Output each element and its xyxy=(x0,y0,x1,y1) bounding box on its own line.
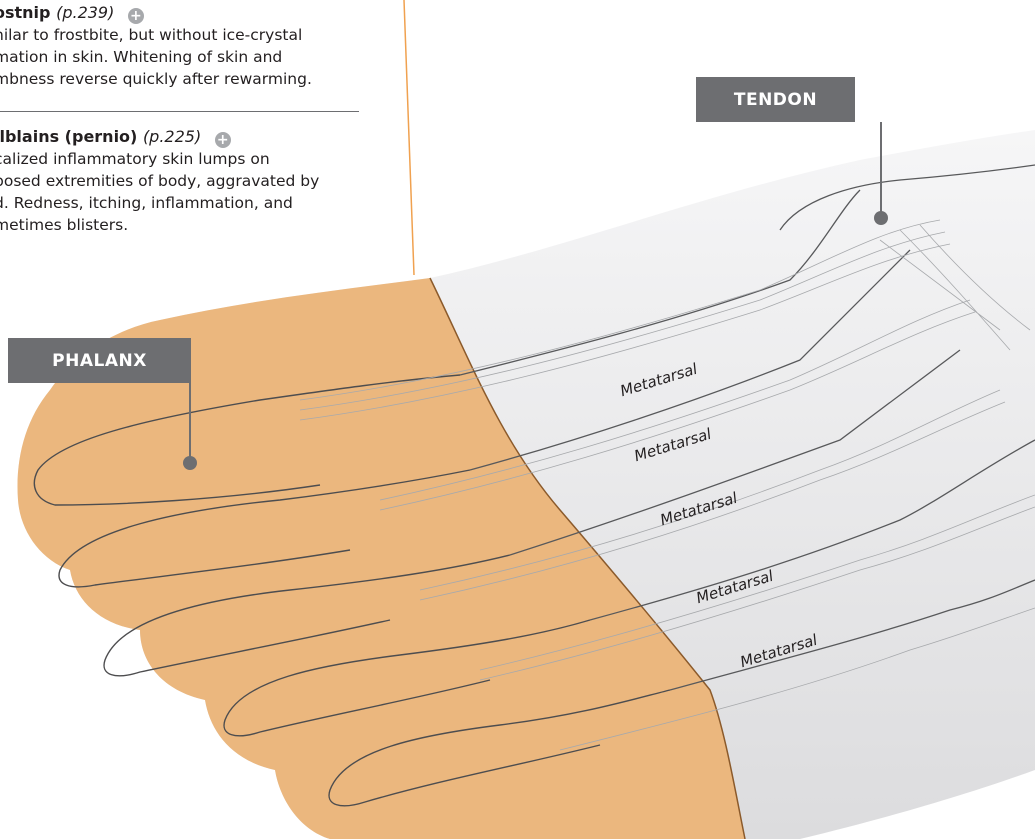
entry-heading: ostnip (p.239) + xyxy=(0,2,366,24)
entry-body-line: d. Redness, itching, inflammation, and xyxy=(0,192,366,214)
entry-title: ilblains (pernio) xyxy=(0,127,137,146)
phalanx-leader-dot xyxy=(183,456,197,470)
tendon-leader-dot xyxy=(874,211,888,225)
entry-page-ref: (p.239) xyxy=(56,3,114,22)
entry-body-line: mbness reverse quickly after rewarming. xyxy=(0,68,366,90)
plus-icon[interactable]: + xyxy=(128,8,144,24)
entry-body-line: posed extremities of body, aggravated by xyxy=(0,170,366,192)
frostnip-entry: ostnip (p.239) + nilar to frostbite, but… xyxy=(0,2,366,90)
entry-title: ostnip xyxy=(0,3,51,22)
phalanx-label: PHALANX xyxy=(8,338,191,383)
tendon-label: TENDON xyxy=(696,77,855,122)
entry-body-line: mation in skin. Whitening of skin and xyxy=(0,46,366,68)
entry-body-line: calized inflammatory skin lumps on xyxy=(0,148,366,170)
entry-body-line: nilar to frostbite, but without ice-crys… xyxy=(0,24,366,46)
leader-line-orange xyxy=(404,0,414,275)
entry-divider xyxy=(0,111,359,112)
plus-icon[interactable]: + xyxy=(215,132,231,148)
entry-body-line: metimes blisters. xyxy=(0,214,366,236)
entry-heading: ilblains (pernio) (p.225) + xyxy=(0,126,366,148)
chilblains-entry: ilblains (pernio) (p.225) + calized infl… xyxy=(0,126,366,236)
entry-page-ref: (p.225) xyxy=(143,127,201,146)
